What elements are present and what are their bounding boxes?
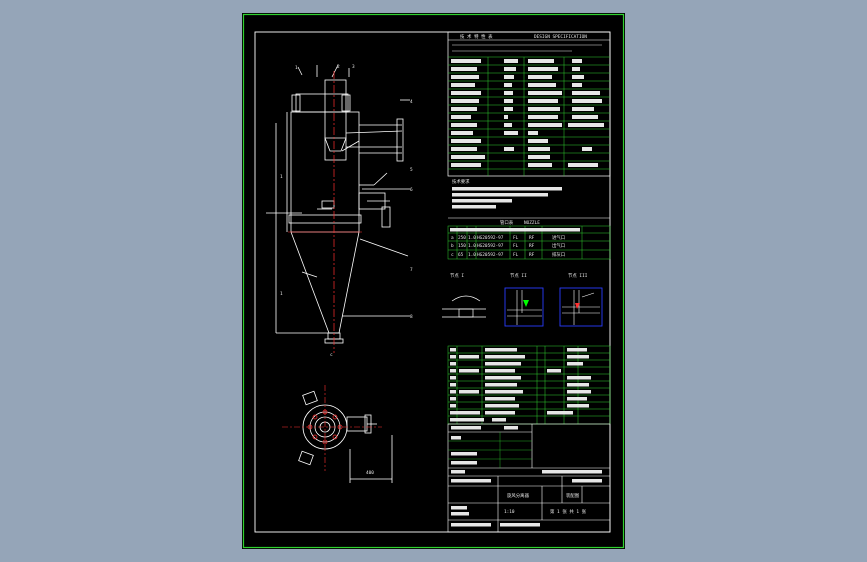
nozzle-spec: RF xyxy=(529,252,535,258)
nozzle-standard: HG20592-97 xyxy=(477,243,504,249)
title-scale: 1:10 xyxy=(504,509,515,515)
nozzle-face: FL xyxy=(513,252,519,258)
title-project: 旋风分离器 xyxy=(507,492,530,499)
nozzle-rating: 1.0 xyxy=(468,252,476,258)
outer-border xyxy=(242,13,625,549)
detail-label: 节点 III xyxy=(568,273,588,279)
technical-notes: 技术要求 xyxy=(452,178,562,209)
nozzle-table: 管口表 NOZZLE a 250 1.0 HG20592-97 FL RF 进气… xyxy=(447,217,611,260)
detail-label: 节点 I xyxy=(450,273,464,279)
drawing-sheet: 1 2 3 4 5 6 7 8 1 1 c 400 技 术 特 xyxy=(242,13,625,549)
detail-label: 节点 II xyxy=(510,273,527,279)
tech-spec-table: 技 术 特 性 表 DESIGN SPECIFICATION xyxy=(447,31,611,177)
weld-highlight xyxy=(523,300,529,307)
nozzle-size: 250 xyxy=(458,235,466,241)
nozzle-mark: a xyxy=(451,236,454,241)
title-sheet: 第 1 张 共 1 张 xyxy=(550,508,587,515)
nozzle-spec: RF xyxy=(529,235,535,241)
cad-drawing: 1 2 3 4 5 6 7 8 1 1 c 400 技 术 特 xyxy=(242,13,625,549)
title-drawing-no: 装配图 xyxy=(566,492,580,499)
part-label: 6 xyxy=(410,187,413,193)
inner-border xyxy=(254,31,611,533)
nozzle-face: FL xyxy=(513,243,519,249)
weld-details: 节点 I 节点 II 节点 III xyxy=(442,273,603,327)
parts-list xyxy=(447,345,611,425)
tech-table-subtitle: DESIGN SPECIFICATION xyxy=(534,34,587,40)
nozzle-use: 进气口 xyxy=(552,234,565,241)
nozzle-mark: b xyxy=(451,243,454,249)
nozzle-table-title-en: NOZZLE xyxy=(524,220,540,226)
part-label: 3 xyxy=(352,64,355,70)
nozzle-face: FL xyxy=(513,235,519,241)
nozzle-rating: 1.0 xyxy=(468,243,476,249)
part-label: 1 xyxy=(280,174,283,180)
nozzle-use: 出气口 xyxy=(552,242,565,249)
nozzle-size: 150 xyxy=(458,243,466,249)
part-label: 5 xyxy=(410,167,413,173)
part-label: 2 xyxy=(337,64,340,70)
cyclone-elevation-view xyxy=(266,64,410,344)
nozzle-mark: c xyxy=(451,253,454,258)
nozzle-use: 排灰口 xyxy=(552,251,565,258)
part-label: 1 xyxy=(295,65,298,71)
part-label: 7 xyxy=(410,267,413,273)
title-block: 旋风分离器 装配图 1:10 第 1 张 共 1 张 xyxy=(447,423,611,533)
part-label: 4 xyxy=(410,99,413,105)
nozzle-standard: HG20592-97 xyxy=(477,252,504,258)
part-label: 1 xyxy=(280,291,283,297)
nozzle-standard: HG20592-97 xyxy=(477,235,504,241)
part-label: c xyxy=(330,353,333,358)
tech-table-title: 技 术 特 性 表 xyxy=(460,33,493,40)
plan-dimension-text: 400 xyxy=(366,470,374,476)
part-labels: 1 2 3 4 5 6 7 8 1 1 c xyxy=(280,64,413,358)
part-label: 8 xyxy=(410,314,413,320)
nozzle-rating: 1.0 xyxy=(468,235,476,241)
nozzle-spec: RF xyxy=(529,243,535,249)
notes-title: 技术要求 xyxy=(452,178,470,185)
nozzle-size: 65 xyxy=(458,252,464,258)
nozzle-table-title: 管口表 xyxy=(500,219,514,226)
